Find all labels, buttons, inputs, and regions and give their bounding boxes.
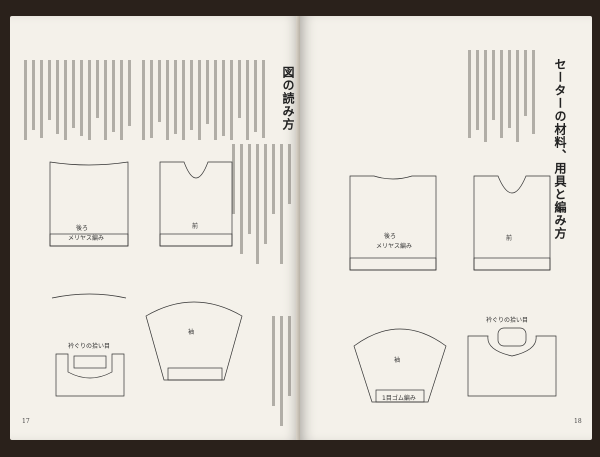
left-neckline-label: 衿ぐりの拾い目	[68, 342, 110, 350]
right-back-stitch-label: メリヤス編み	[376, 242, 412, 250]
right-page-title: セーターの材料、用具と編み方	[553, 58, 567, 240]
right-back-label: 後ろ	[384, 232, 396, 240]
right-neckline-label: 衿ぐりの拾い目	[486, 316, 528, 324]
left-page-number: 17	[22, 418, 30, 425]
right-diagrams: 後ろ メリヤス編み 前 袖 1目ゴム編み 衿ぐりの拾い目	[349, 175, 557, 403]
left-back-diagram: 後ろ メリヤス編み 前 袖 衿ぐりの拾い目	[49, 161, 243, 397]
left-page-title: 図の読み方	[281, 66, 295, 131]
left-front-label: 前	[192, 222, 198, 230]
right-page: セーターの材料、用具と編み方 後ろ メリヤス編み 前 袖 1目ゴム編み 衿ぐりの…	[300, 16, 592, 440]
left-back-stitch-label: メリヤス編み	[68, 234, 104, 242]
right-page-number: 18	[574, 418, 582, 425]
right-rib-label: 1目ゴム編み	[382, 394, 416, 402]
left-sleeve-label: 袖	[188, 328, 194, 336]
left-page: 図の読み方 後ろ メリヤス編み 前 袖 衿ぐりの拾い目 17	[10, 16, 300, 440]
left-back-label: 後ろ	[76, 224, 88, 232]
right-sleeve-label: 袖	[394, 356, 400, 364]
right-front-label: 前	[506, 234, 512, 242]
